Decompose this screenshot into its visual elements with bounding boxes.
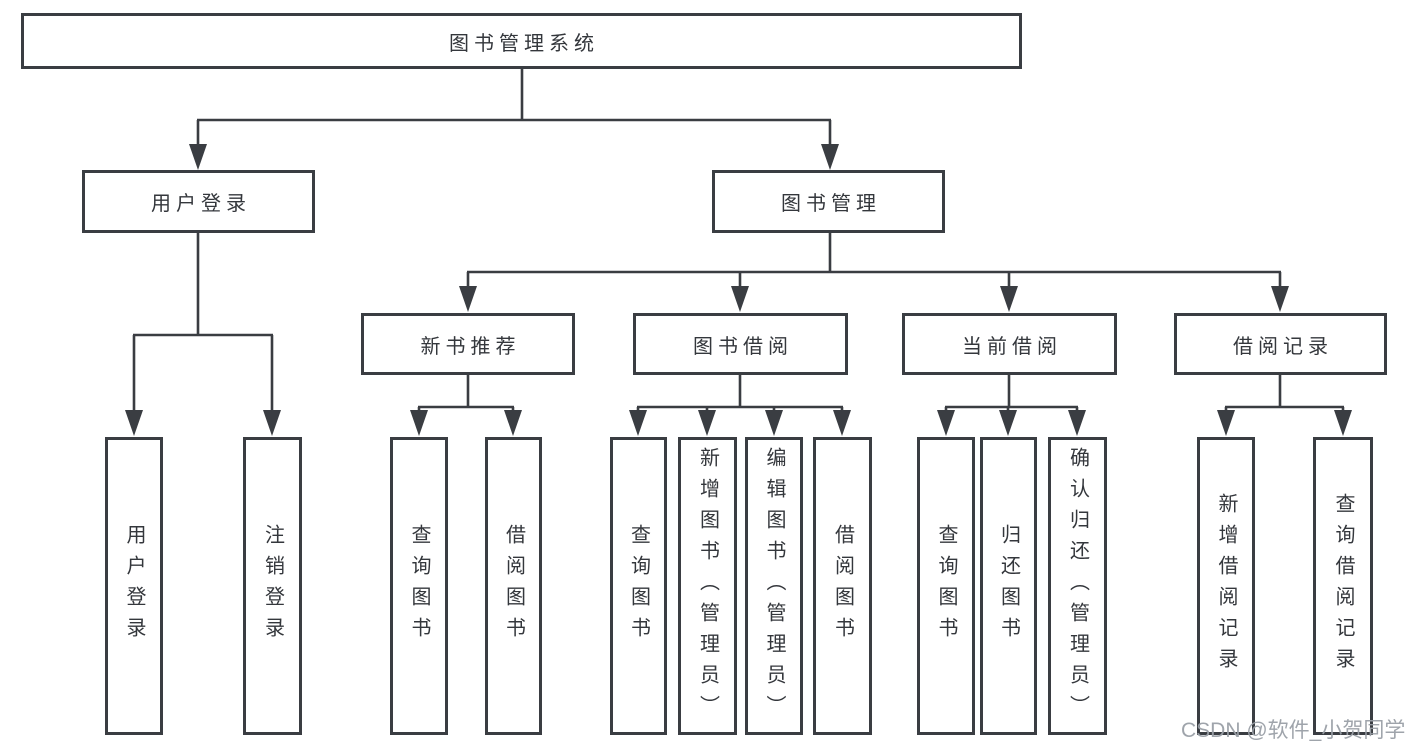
leaf-query-books-recommend-label: 查询图书 [408, 524, 430, 648]
leaf-query-books-borrowing: 查询图书 [610, 437, 667, 735]
leaf-borrow-books: 借阅图书 [813, 437, 872, 735]
node-root-system-label: 图书管理系统 [449, 32, 599, 55]
leaf-logout-label: 注销登录 [261, 524, 284, 648]
leaf-confirm-return-admin-label: 确认归还（管理员） [1066, 446, 1089, 726]
leaf-confirm-return-admin: 确认归还（管理员） [1048, 437, 1107, 735]
leaf-borrow-books-recommend-label: 借阅图书 [502, 524, 525, 648]
leaf-add-books-admin-label: 新增图书（管理员） [696, 446, 719, 726]
leaf-borrow-books-label: 借阅图书 [831, 524, 854, 648]
node-book-management-label: 图书管理 [781, 193, 881, 215]
leaf-logout: 注销登录 [243, 437, 302, 735]
leaf-edit-books-admin: 编辑图书（管理员） [745, 437, 803, 735]
leaf-add-books-admin: 新增图书（管理员） [678, 437, 737, 735]
leaf-query-borrow-record-label: 查询借阅记录 [1332, 493, 1354, 679]
leaf-user-login-label: 用户登录 [123, 524, 145, 648]
node-root-system: 图书管理系统 [21, 13, 1022, 69]
node-new-book-recommend-label: 新书推荐 [420, 335, 521, 358]
leaf-return-books-label: 归还图书 [997, 524, 1020, 648]
leaf-add-borrow-record: 新增借阅记录 [1197, 437, 1255, 735]
leaf-return-books: 归还图书 [980, 437, 1037, 735]
watermark-text: CSDN @软件_小贺同学 [1181, 719, 1405, 742]
node-user-login: 用户登录 [82, 170, 315, 233]
node-borrowing-records-label: 借阅记录 [1233, 335, 1333, 358]
leaf-query-books-recommend: 查询图书 [390, 437, 448, 735]
leaf-add-borrow-record-label: 新增借阅记录 [1215, 493, 1237, 679]
node-current-borrowing: 当前借阅 [902, 313, 1117, 375]
node-book-management: 图书管理 [712, 170, 945, 233]
node-new-book-recommend: 新书推荐 [361, 313, 575, 375]
leaf-query-books-current: 查询图书 [917, 437, 975, 735]
node-user-login-label: 用户登录 [151, 193, 251, 215]
leaf-query-borrow-record: 查询借阅记录 [1313, 437, 1373, 735]
leaf-query-books-borrowing-label: 查询图书 [627, 524, 650, 648]
node-book-borrowing-label: 图书借阅 [693, 335, 793, 358]
leaf-query-books-current-label: 查询图书 [935, 524, 957, 648]
node-book-borrowing: 图书借阅 [633, 313, 848, 375]
leaf-borrow-books-recommend: 借阅图书 [485, 437, 542, 735]
node-borrowing-records: 借阅记录 [1174, 313, 1387, 375]
node-current-borrowing-label: 当前借阅 [962, 335, 1062, 358]
leaf-user-login: 用户登录 [105, 437, 163, 735]
leaf-edit-books-admin-label: 编辑图书（管理员） [763, 446, 785, 726]
